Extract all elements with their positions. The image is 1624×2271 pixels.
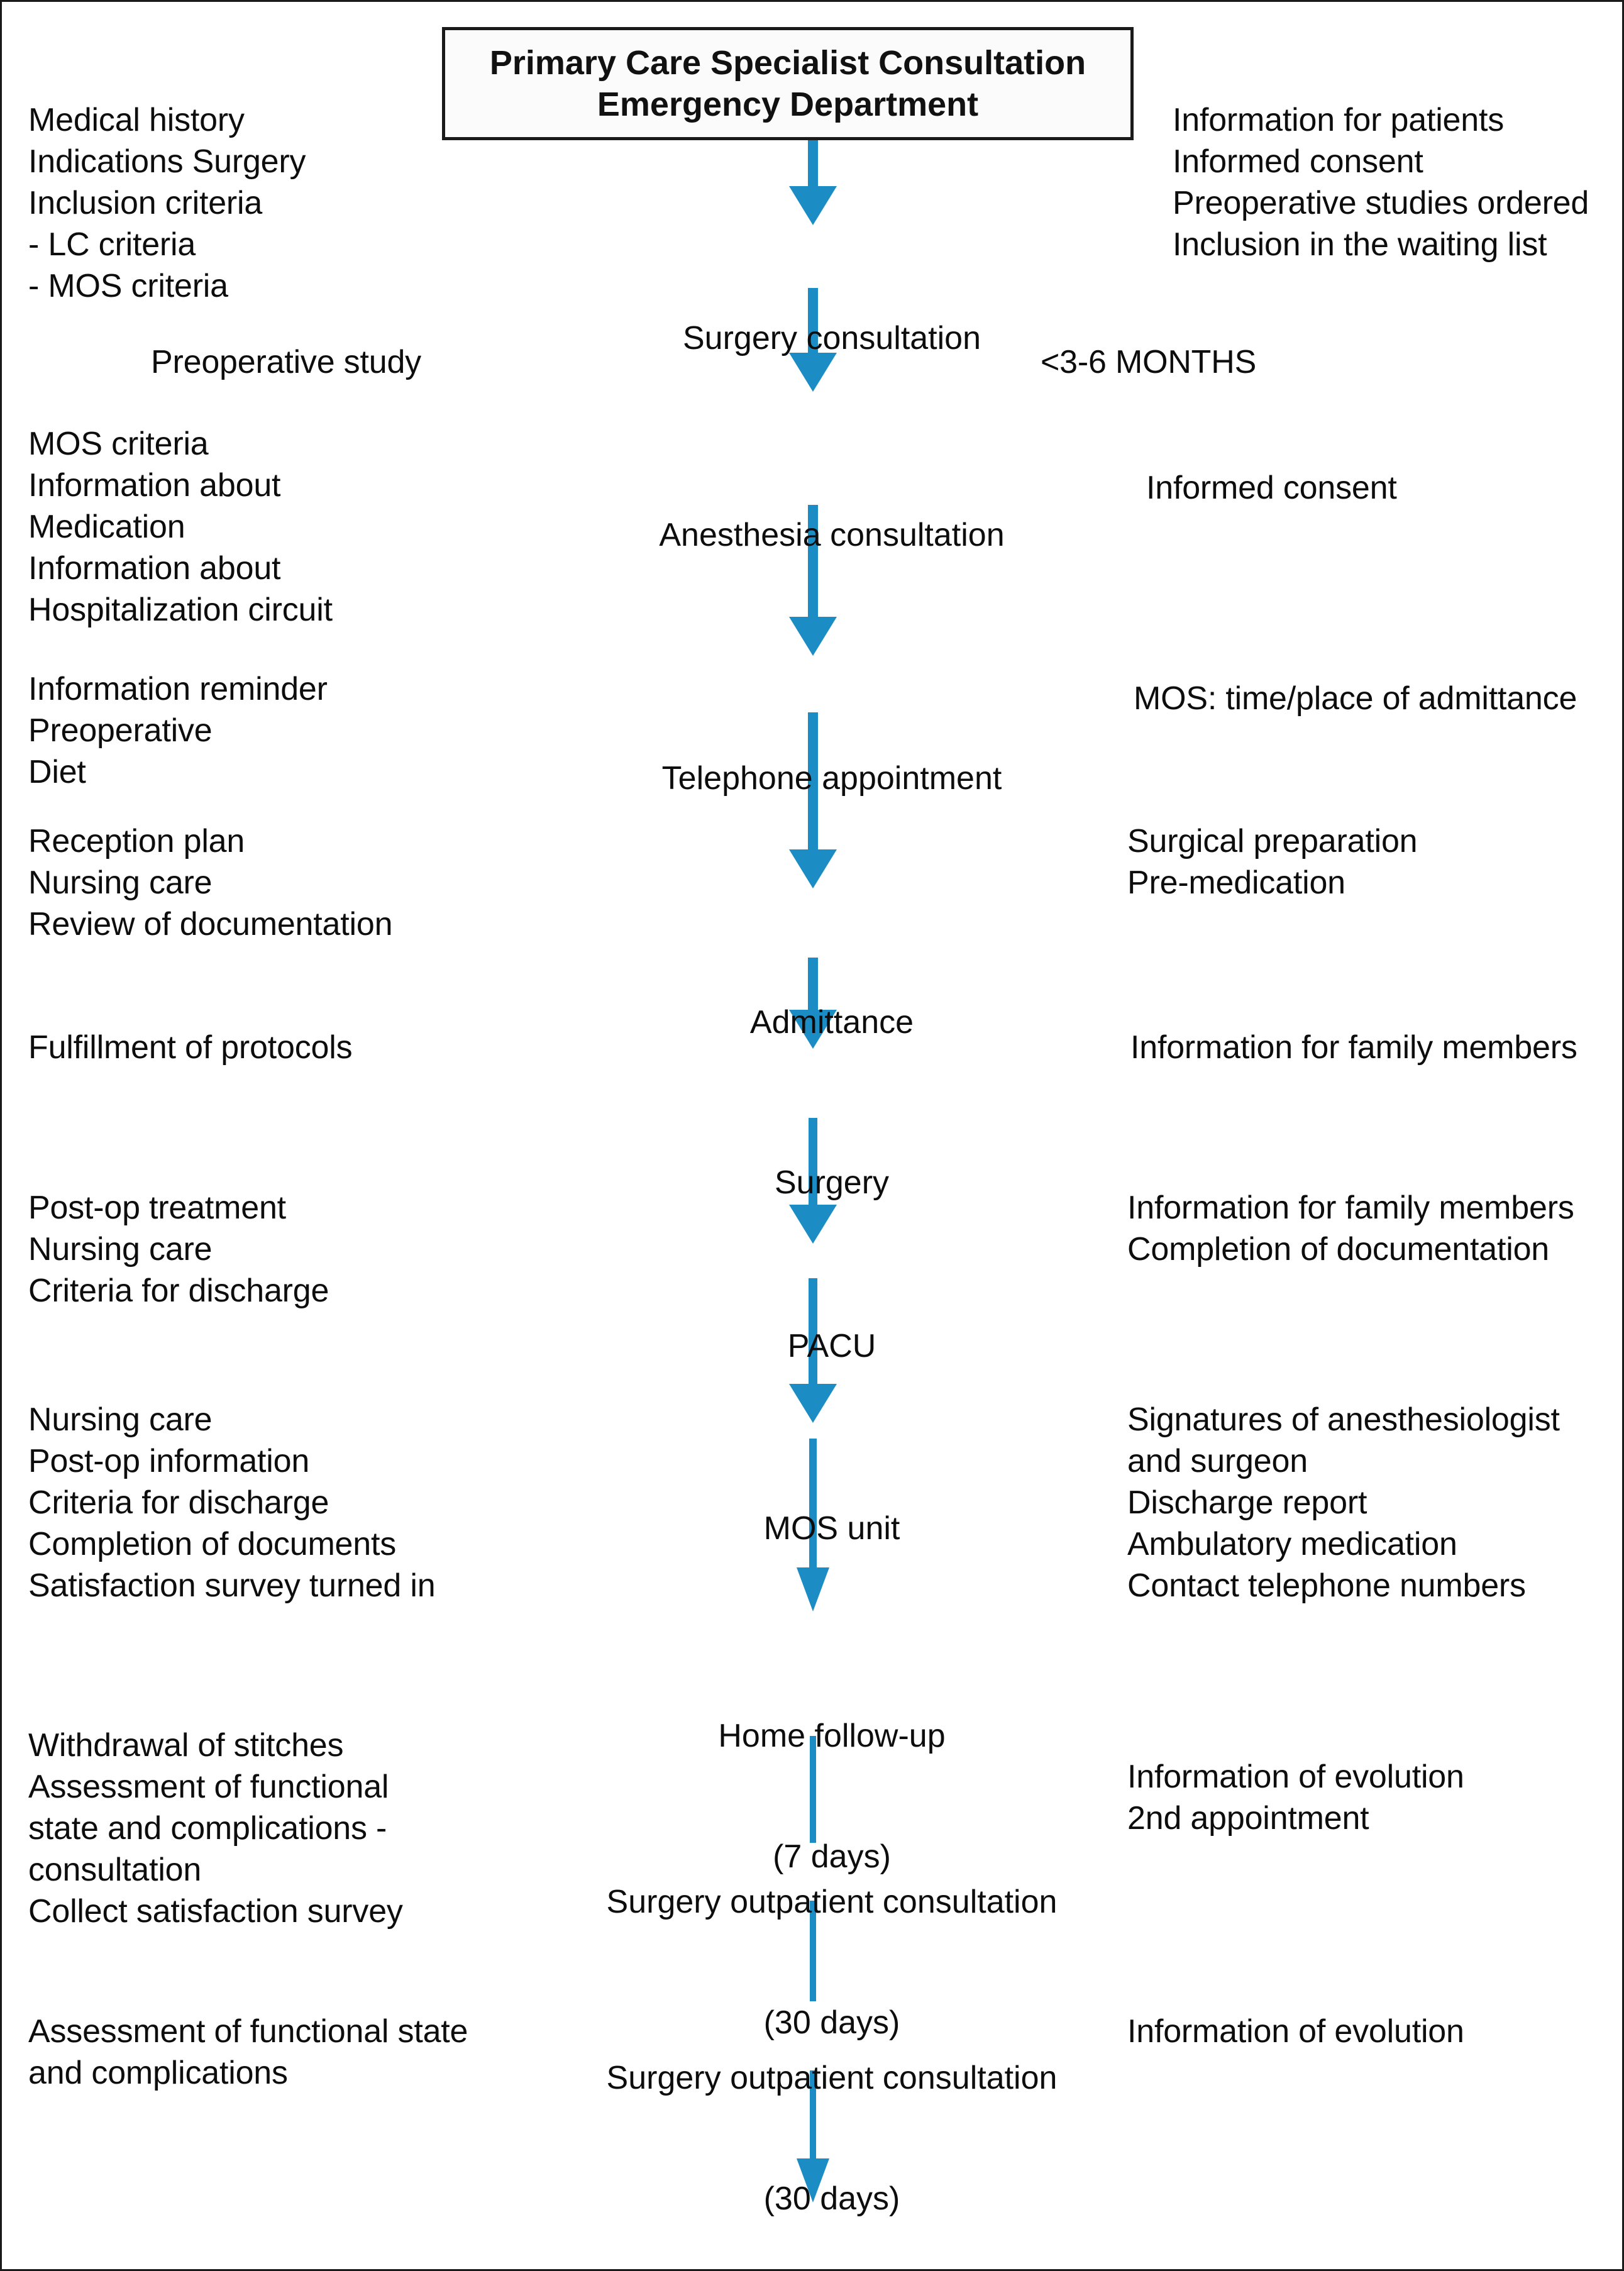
node-surgery-outpatient-consultation-1: Surgery outpatient consultation (30 days… xyxy=(607,1801,1058,2123)
title-line-1: Primary Care Specialist Consultation xyxy=(489,44,1086,82)
annotation-signatures-block: Signatures of anesthesiologist and surge… xyxy=(1127,1401,1560,1604)
annotation-information-family-members-1: Information for family members xyxy=(1130,1029,1577,1066)
connector-outpatient-2-to-discharge xyxy=(788,2070,838,2202)
connector-telephone-to-admittance xyxy=(788,712,838,888)
connector-shaft xyxy=(809,1118,817,1209)
node-home-follow-up: Home follow-up (7 days) xyxy=(718,1635,945,1957)
connector-shaft xyxy=(808,958,818,1014)
connector-surgery-consultation-to-anesthesia xyxy=(788,288,838,392)
node-mos-unit: MOS unit xyxy=(764,1428,900,1629)
connector-shaft xyxy=(810,2070,816,2162)
node-label: Telephone appointment xyxy=(661,760,1002,797)
annotation-information-evolution-2nd: Information of evolution 2nd appointment xyxy=(1127,1759,1464,1837)
arrowhead-icon xyxy=(789,1384,837,1423)
connector-shaft xyxy=(808,288,818,357)
annotation-mos-time-place: MOS: time/place of admittance xyxy=(1134,680,1577,717)
node-label: MOS unit xyxy=(763,1510,900,1547)
connector-surgery-to-pacu xyxy=(788,1118,838,1244)
node-sublabel: (7 days) xyxy=(773,1838,891,1875)
annotation-assessment-functional-state-block: Assessment of functional state and compl… xyxy=(28,2013,468,2091)
connector-shaft xyxy=(809,1278,817,1386)
arrowhead-icon xyxy=(789,1010,837,1049)
node-admittance: Admittance xyxy=(750,922,914,1123)
annotation-information-family-members-2: Information for family members Completio… xyxy=(1127,1190,1574,1268)
node-surgery-outpatient-consultation-2: Surgery outpatient consultation (30 days… xyxy=(606,1977,1058,2269)
connector-mos-unit-to-home-follow-up xyxy=(788,1439,838,1611)
annotation-surgical-preparation-block: Surgical preparation Pre-medication xyxy=(1127,823,1418,901)
node-label: Surgery xyxy=(774,1164,890,1201)
arrowhead-icon xyxy=(789,353,837,392)
node-pacu: PACU xyxy=(788,1246,876,1447)
annotation-information-for-patients-block: Information for patients Informed consen… xyxy=(1173,102,1589,263)
connector-anesthesia-to-telephone xyxy=(788,505,838,656)
node-sublabel: (30 days) xyxy=(763,2180,900,2217)
node-surgery-consultation: Surgery consultation xyxy=(683,238,981,439)
annotation-information-reminder-block: Information reminder Preoperative Diet xyxy=(28,671,328,790)
annotation-fulfillment-of-protocols: Fulfillment of protocols xyxy=(28,1029,353,1066)
title-line-2: Emergency Department xyxy=(597,86,979,123)
connector-shaft xyxy=(808,140,818,191)
node-anesthesia-consultation: Anesthesia consultation xyxy=(659,434,1004,636)
title-box: Primary Care Specialist Consultation Eme… xyxy=(442,27,1134,140)
connector-admittance-to-surgery xyxy=(788,958,838,1049)
annotation-information-evolution: Information of evolution xyxy=(1127,2013,1464,2050)
node-discharge: DISCHARGE xyxy=(734,2190,929,2269)
annotation-reception-plan-block: Reception plan Nursing care Review of do… xyxy=(28,823,393,942)
connector-pacu-to-mos-unit xyxy=(788,1278,838,1423)
connector-title-to-surgery-consultation xyxy=(788,140,838,225)
connector-shaft xyxy=(810,1736,816,1843)
connector-shaft xyxy=(808,712,818,852)
connector-shaft xyxy=(809,1439,817,1571)
connector-outpatient-1-to-outpatient-2 xyxy=(788,1901,838,2001)
annotation-post-op-treatment-block: Post-op treatment Nursing care Criteria … xyxy=(28,1190,329,1309)
annotation-mos-criteria-block: MOS criteria Information about Medicatio… xyxy=(28,426,333,628)
annotation-preoperative-study: Preoperative study xyxy=(151,344,421,380)
arrowhead-icon xyxy=(797,2158,829,2202)
connector-home-follow-up-to-outpatient-1 xyxy=(788,1736,838,1843)
connector-shaft xyxy=(810,1901,816,2001)
annotation-months-range: <3-6 MONTHS xyxy=(1041,344,1257,380)
node-label: PACU xyxy=(787,1328,876,1364)
annotation-informed-consent: Informed consent xyxy=(1146,470,1397,506)
node-label: Home follow-up xyxy=(718,1718,946,1754)
node-label: Surgery consultation xyxy=(682,320,981,356)
arrowhead-icon xyxy=(797,1567,829,1611)
node-label: Surgery outpatient consultation xyxy=(606,1884,1058,1920)
node-label: Anesthesia consultation xyxy=(659,517,1005,553)
arrowhead-icon xyxy=(789,186,837,225)
node-telephone-appointment: Telephone appointment xyxy=(662,678,1002,879)
annotation-nursing-care-block: Nursing care Post-op information Criteri… xyxy=(28,1401,436,1604)
annotation-withdrawal-of-stitches-block: Withdrawal of stitches Assessment of fun… xyxy=(28,1727,403,1930)
arrowhead-icon xyxy=(789,617,837,656)
arrowhead-icon xyxy=(789,1205,837,1244)
connector-shaft xyxy=(808,505,818,621)
arrowhead-icon xyxy=(789,849,837,888)
node-label: Surgery outpatient consultation xyxy=(606,2060,1058,2096)
node-label: Admittance xyxy=(749,1004,914,1041)
annotation-medical-history-block: Medical history Indications Surgery Incl… xyxy=(28,102,306,304)
node-surgery: Surgery xyxy=(775,1082,889,1283)
node-sublabel: (30 days) xyxy=(763,2004,900,2041)
